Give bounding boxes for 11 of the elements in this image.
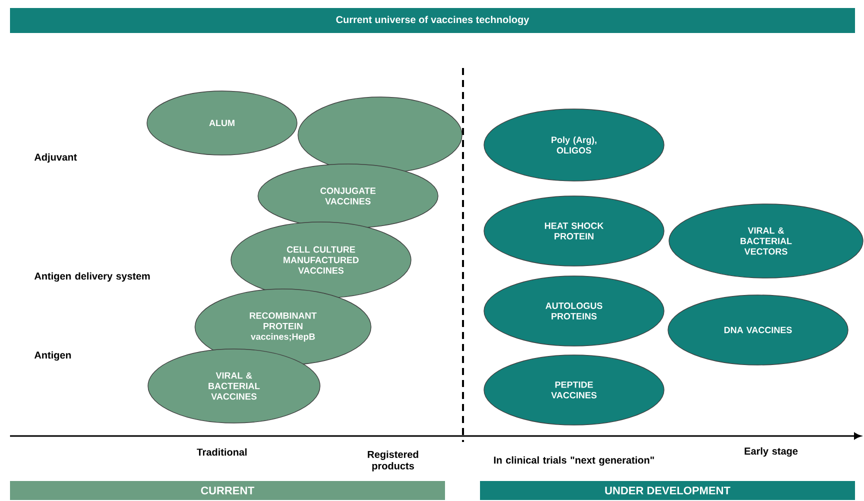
title-band: Current universe of vaccines technology	[10, 8, 855, 33]
axis-label: Traditional	[196, 448, 247, 456]
category-band: CURRENT	[10, 481, 445, 500]
axis-label: Adjuvant	[34, 153, 77, 163]
category-band: UNDER DEVELOPMENT	[480, 481, 855, 500]
axis-label: Antigen	[34, 351, 71, 361]
axis-label: In clinical trials "next generation"	[494, 456, 654, 466]
ellipse	[298, 96, 462, 174]
axis-label: Registered products	[368, 450, 418, 472]
axis-label: Antigen delivery system	[34, 272, 150, 282]
axis-label: Early stage	[744, 447, 798, 457]
